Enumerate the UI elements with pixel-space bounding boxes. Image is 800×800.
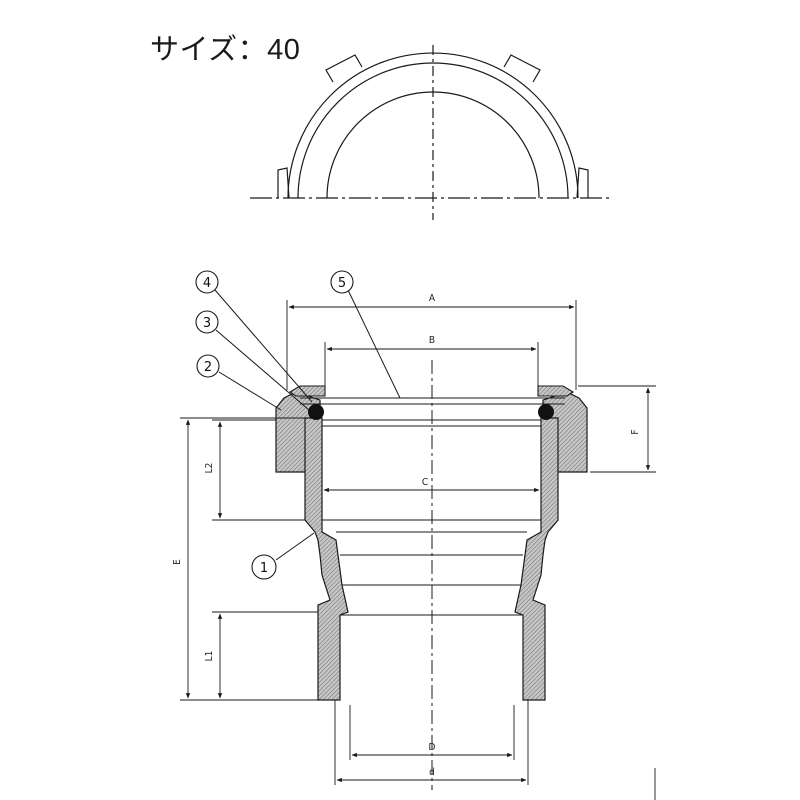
lug-top-left: [325, 54, 363, 83]
dim-label-f: F: [630, 429, 641, 434]
dim-label-a: A: [429, 293, 436, 304]
dim-label-d-lower: d: [429, 767, 435, 778]
callout-2-label: 2: [204, 360, 212, 375]
o-ring-right: [538, 404, 554, 420]
callout-4-label: 4: [203, 276, 211, 291]
callout-leaders: [214, 289, 401, 561]
callout-2: 2: [196, 354, 220, 378]
callout-5: 5: [330, 270, 354, 294]
interior-lines: [300, 397, 565, 616]
cap-rim-left: [288, 385, 326, 397]
callout-4: 4: [195, 270, 219, 294]
callout-1-label: 1: [260, 561, 268, 576]
dim-label-l2: L2: [204, 463, 215, 474]
callout-3-label: 3: [203, 316, 211, 331]
dim-label-e: E: [172, 559, 183, 565]
dim-label-l1: L1: [204, 651, 215, 662]
lug-top-right: [503, 54, 541, 83]
callout-5-label: 5: [338, 276, 346, 291]
size-title: サイズ：40: [150, 34, 301, 66]
outer-arc: [287, 52, 579, 199]
dim-label-c: C: [422, 477, 428, 488]
lug-left: [277, 167, 290, 199]
inner-arc: [326, 91, 540, 199]
cap-rim-right: [537, 385, 575, 397]
o-ring-left: [308, 404, 324, 420]
dim-label-b: B: [429, 335, 435, 346]
callout-3: 3: [195, 310, 219, 334]
body-right: [514, 417, 559, 701]
callout-1: 1: [251, 554, 277, 580]
outer-arc-inner: [297, 62, 569, 199]
body-left: [304, 417, 349, 701]
lug-right: [576, 167, 589, 199]
dim-label-d-upper: D: [429, 742, 436, 753]
top-view: [250, 45, 612, 220]
dimension-lines: [180, 300, 656, 800]
